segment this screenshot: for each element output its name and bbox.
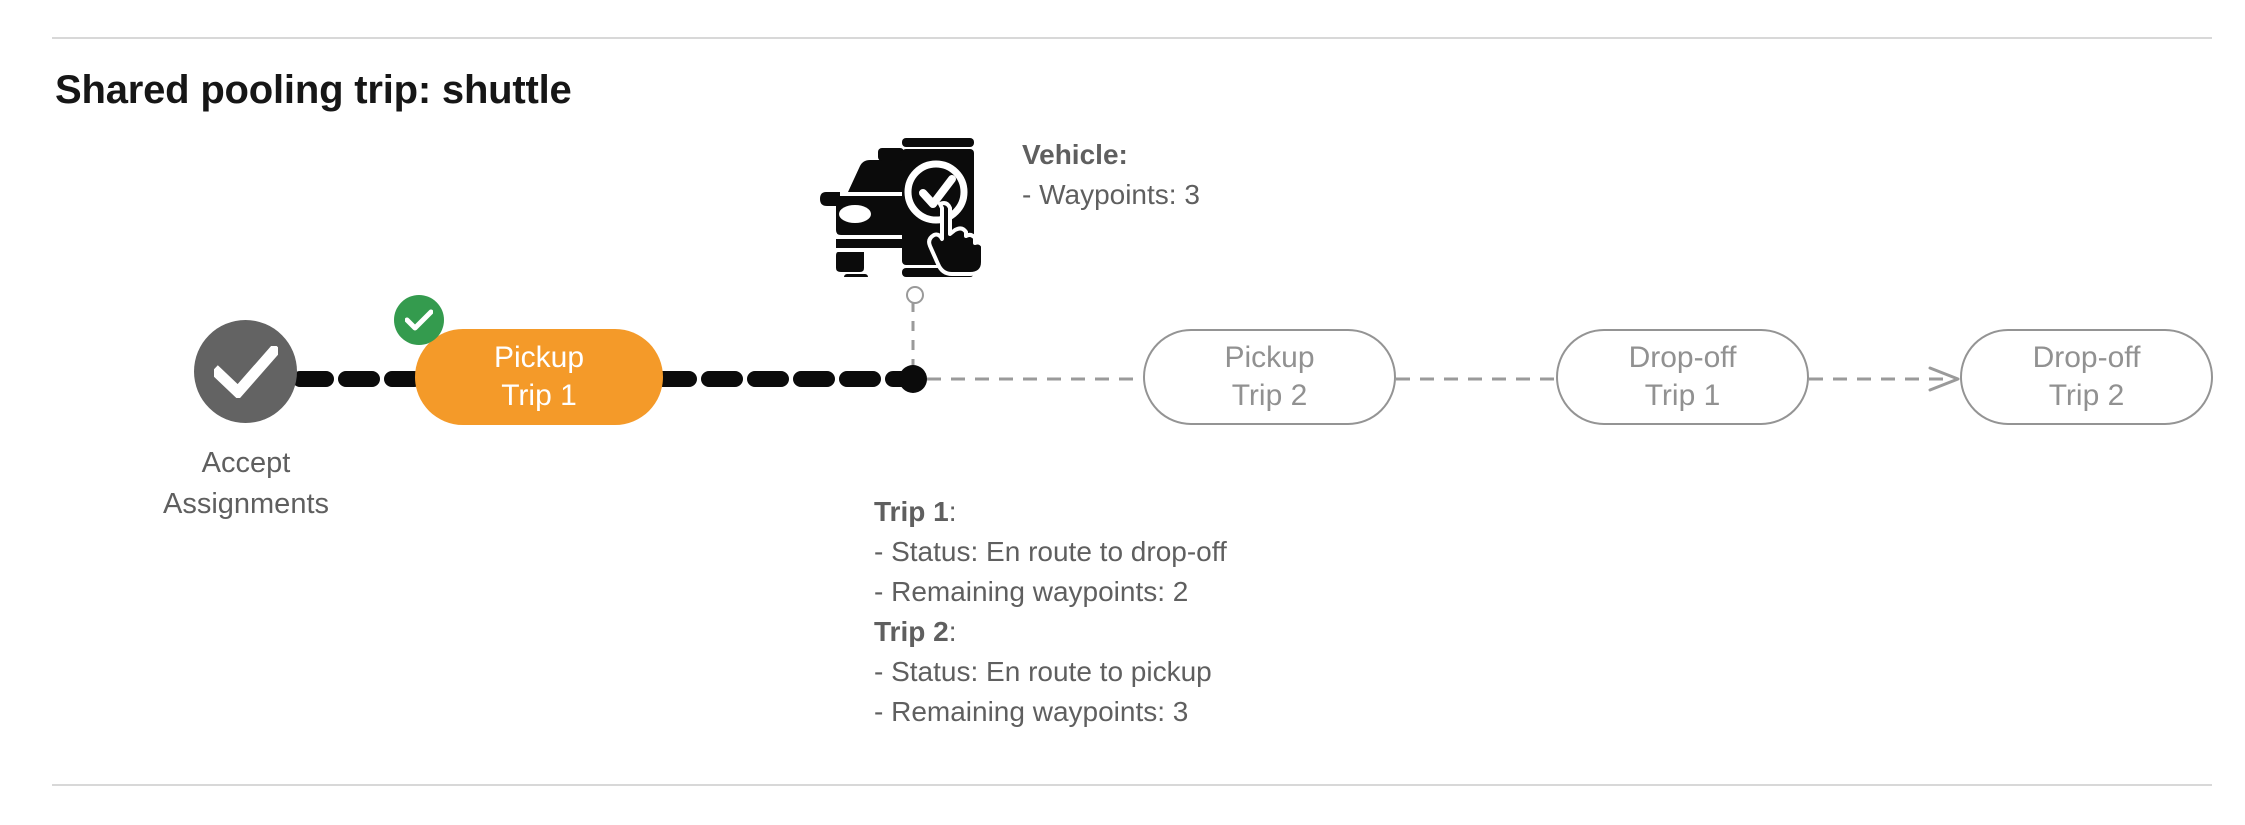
trip1-status: - Status: En route to drop-off [874, 536, 1227, 567]
node-dropoff-trip-2-line1: Drop-off [2032, 341, 2141, 374]
node-dropoff-trip-1[interactable]: Drop-off Trip 1 [1556, 329, 1809, 425]
trip1-heading: Trip 1: [874, 492, 1227, 532]
page-title: Shared pooling trip: shuttle [55, 68, 572, 112]
vehicle-callout-heading: Vehicle: [1022, 135, 1200, 175]
trip-callout: Trip 1: - Status: En route to drop-off -… [874, 492, 1227, 732]
node-pickup-trip-1[interactable]: Pickup Trip 1 [415, 329, 663, 425]
trip1-waypoints: - Remaining waypoints: 2 [874, 576, 1189, 607]
node-dropoff-trip-2-line2: Trip 2 [2048, 379, 2125, 412]
accept-assignments-label-line1: Accept [201, 447, 291, 479]
node-pickup-trip-2-line1: Pickup [1224, 341, 1315, 374]
vehicle-callout: Vehicle: - Waypoints: 3 [1022, 135, 1200, 215]
completed-check-badge [394, 295, 444, 345]
top-divider [52, 37, 2212, 39]
node-dropoff-trip-1-line1: Drop-off [1628, 341, 1737, 374]
vehicle-callout-waypoints: - Waypoints: 3 [1022, 179, 1200, 210]
trip2-status: - Status: En route to pickup [874, 656, 1212, 687]
check-circle-icon [214, 346, 278, 398]
trip2-heading: Trip 2: [874, 612, 1227, 652]
trip2-heading-colon: : [948, 616, 957, 647]
trip2-waypoints: - Remaining waypoints: 3 [874, 696, 1189, 727]
trip1-heading-text: Trip 1 [874, 496, 949, 527]
vehicle-callout-heading-text: Vehicle [1022, 139, 1119, 170]
trip2-heading-text: Trip 2 [874, 616, 949, 647]
vehicle-stem-circle-icon [906, 286, 924, 304]
node-pickup-trip-2[interactable]: Pickup Trip 2 [1143, 329, 1396, 425]
accept-assignments-label: Accept Assignments [96, 443, 396, 525]
vehicle-position-dot [899, 365, 927, 393]
trip1-heading-colon: : [948, 496, 957, 527]
node-dropoff-trip-2[interactable]: Drop-off Trip 2 [1960, 329, 2213, 425]
check-icon [405, 309, 433, 331]
vehicle-callout-heading-colon: : [1118, 139, 1128, 170]
vehicle-app-check-icon [820, 138, 985, 277]
accept-assignments-label-line2: Assignments [162, 488, 329, 520]
node-pickup-trip-2-line2: Trip 2 [1231, 379, 1308, 412]
accept-assignments-node[interactable] [194, 320, 297, 423]
bottom-divider [52, 784, 2212, 786]
node-pickup-trip-1-line1: Pickup [493, 341, 585, 374]
node-dropoff-trip-1-line2: Trip 1 [1644, 379, 1721, 412]
node-pickup-trip-1-line2: Trip 1 [501, 379, 577, 412]
